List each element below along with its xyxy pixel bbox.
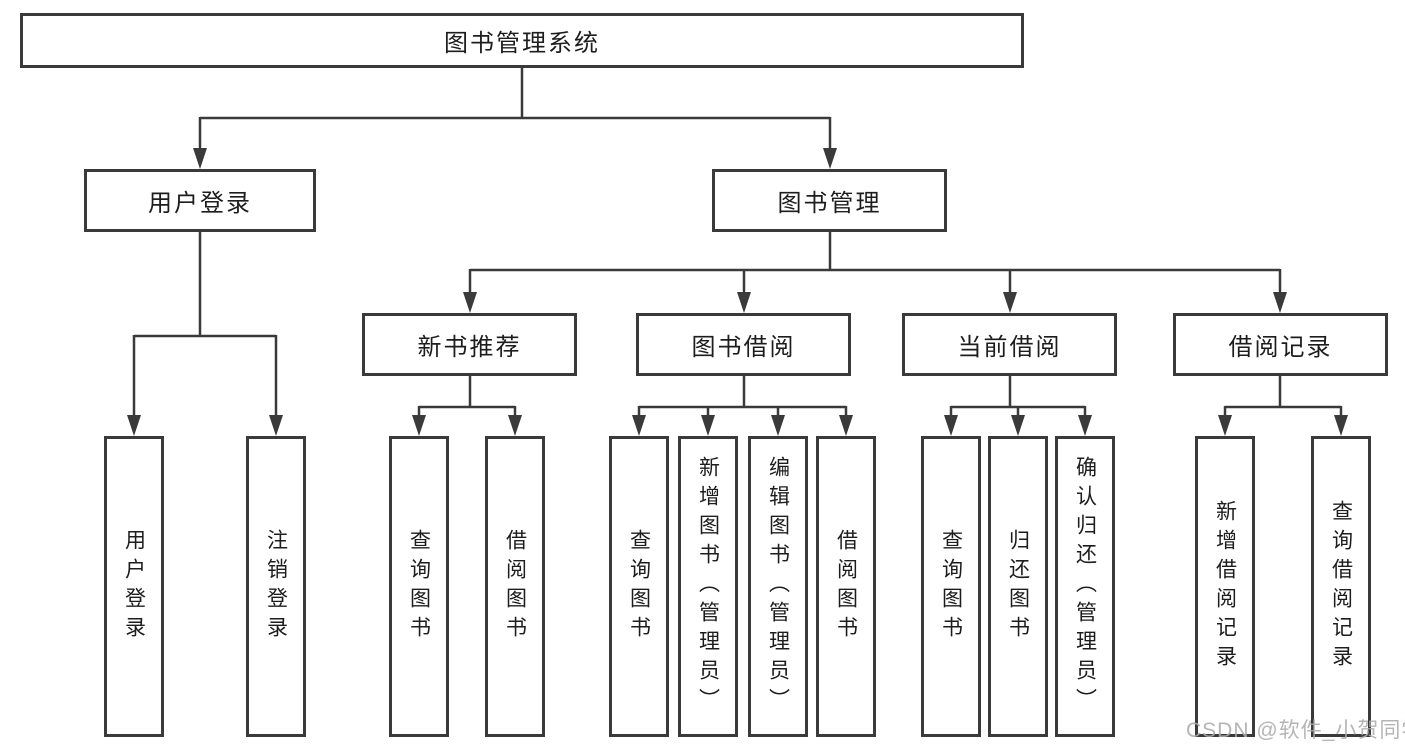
leaf-borrow-add-book: 新增图书（管理员） [678,436,738,737]
node-current-borrow-label: 当前借阅 [957,334,1062,361]
node-book-management-label: 图书管理 [777,190,882,217]
arrowhead-cb-confirm [1078,415,1092,436]
leaf-record-query-record: 查询借阅记录 [1311,436,1371,737]
leaf-newbook-query-book: 查询图书 [389,436,449,737]
arrowhead-bb-edit [771,415,785,436]
node-borrow-record: 借阅记录 [1173,313,1388,376]
leaf-newbook-borrow-book: 借阅图书 [485,436,545,737]
leaf-record-add-record-label: 新增借阅记录 [1213,499,1237,674]
arrowhead-book-borrow [737,292,751,313]
node-user-login-label: 用户登录 [148,190,252,217]
arrowhead-user-login [193,148,207,169]
leaf-borrow-edit-book: 编辑图书（管理员） [748,436,808,737]
leaf-user-login: 用户登录 [104,436,164,737]
arrowhead-cb-return [1011,415,1025,436]
leaf-current-query-book-label: 查询图书 [939,528,963,645]
leaf-logout: 注销登录 [246,436,306,737]
leaf-current-query-book: 查询图书 [921,436,981,737]
leaf-borrow-add-book-label: 新增图书（管理员） [696,456,720,717]
leaf-record-add-record: 新增借阅记录 [1195,436,1255,737]
arrowhead-book-management [823,148,837,169]
node-new-book-recommend-label: 新书推荐 [417,334,522,361]
arrowhead-leaf-login [127,415,141,436]
arrowhead-leaf-logout [269,415,283,436]
node-current-borrow: 当前借阅 [902,313,1117,376]
leaf-current-confirm-return: 确认归还（管理员） [1055,436,1115,737]
arrowhead-bb-add [701,415,715,436]
arrowhead-br-add [1218,415,1232,436]
leaf-current-return-book-label: 归还图书 [1006,528,1030,645]
node-book-borrow: 图书借阅 [636,313,851,376]
leaf-current-return-book: 归还图书 [988,436,1048,737]
leaf-current-confirm-return-label: 确认归还（管理员） [1073,456,1097,717]
leaf-user-login-label: 用户登录 [122,528,146,645]
node-user-login: 用户登录 [84,169,316,232]
leaf-borrow-query-book: 查询图书 [609,436,669,737]
arrowhead-current-borrow [1003,292,1017,313]
leaf-borrow-borrow-book-label: 借阅图书 [834,528,858,645]
arrowhead-nb-borrow [508,415,522,436]
node-root-label: 图书管理系统 [444,30,600,57]
leaf-borrow-query-book-label: 查询图书 [627,528,651,645]
leaf-newbook-borrow-book-label: 借阅图书 [503,528,527,645]
leaf-borrow-edit-book-label: 编辑图书（管理员） [766,456,790,717]
arrowhead-bb-query [632,415,646,436]
arrowhead-bb-borrow [839,415,853,436]
arrowhead-br-query [1334,415,1348,436]
leaf-borrow-borrow-book: 借阅图书 [816,436,876,737]
leaf-record-query-record-label: 查询借阅记录 [1329,499,1353,674]
node-new-book-recommend: 新书推荐 [362,313,577,376]
node-book-borrow-label: 图书借阅 [691,334,796,361]
watermark: CSDN @软件_小贺同学 [1186,719,1405,742]
arrowhead-borrow-record [1273,292,1287,313]
arrowhead-cb-query [944,415,958,436]
node-book-management: 图书管理 [712,169,947,232]
leaf-newbook-query-book-label: 查询图书 [407,528,431,645]
arrowhead-nb-query [412,415,426,436]
node-borrow-record-label: 借阅记录 [1228,334,1333,361]
node-root: 图书管理系统 [20,13,1024,68]
arrowhead-new-book [463,292,477,313]
leaf-logout-label: 注销登录 [264,528,288,645]
